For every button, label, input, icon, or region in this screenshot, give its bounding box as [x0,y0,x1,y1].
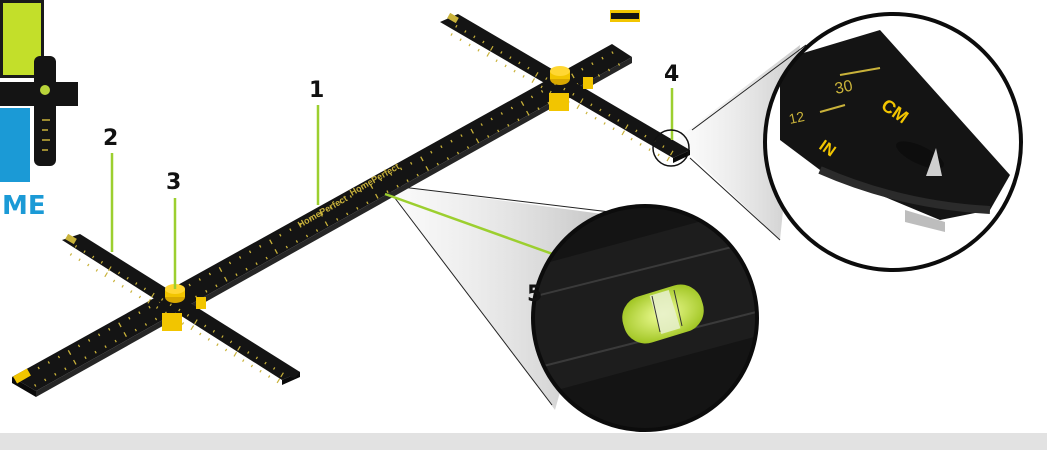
pointer-5 [384,192,576,264]
tip-spike [926,148,942,176]
upper-cross-arm [440,10,690,163]
tip-unit-in: IN [816,137,839,160]
upper-clamp [549,93,569,111]
tip-mark-30: 30 [833,78,854,98]
callout-3: 3 [166,170,182,195]
logo-blue-block [0,108,30,182]
lower-cross-arm [62,233,300,385]
callout-5: 5 [527,282,543,307]
callout-4: 4 [664,62,680,87]
callout-pointers [110,88,674,289]
bottom-band [0,433,1047,450]
bubble-level-icon [622,284,704,344]
tip-zoom-cone [675,45,800,240]
callout-2: 2 [103,126,119,151]
logo-text: ME [2,191,46,221]
tip-mark-12: 12 [787,108,806,127]
lower-clamp [162,313,182,331]
level-zoom [531,204,759,432]
lower-cross-arm-ticks [69,244,284,384]
tip-target-circle [652,129,690,167]
tip-zoom: 30 12 IN CM [763,12,1023,272]
callout-1: 1 [309,78,325,103]
upper-joint [549,66,593,111]
brand-logo: ME [0,0,78,221]
